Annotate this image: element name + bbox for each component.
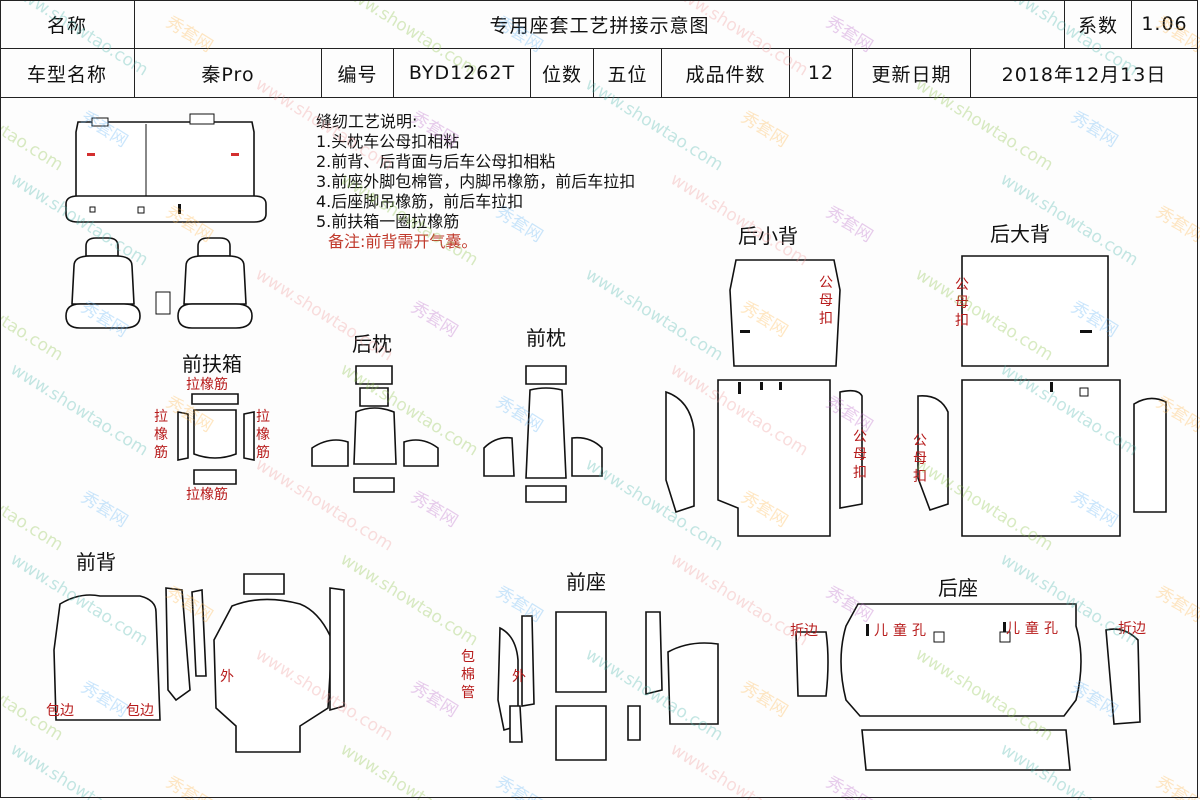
diagram-title: 专用座套工艺拼接示意图 bbox=[489, 14, 710, 37]
front-headrest-pieces bbox=[483, 365, 603, 503]
annot-big-back-side-snap: 公母扣 bbox=[913, 433, 927, 485]
note-item-4: 4.后座脚吊橡筋，前后车拉扣 bbox=[316, 192, 524, 211]
rear-headrest-pieces bbox=[311, 365, 439, 493]
seats-value: 五位 bbox=[607, 63, 648, 86]
annot-front-seat-outer: 外 bbox=[512, 669, 526, 685]
label-front-back: 前背 bbox=[76, 550, 116, 574]
front-seat-pieces bbox=[497, 611, 719, 761]
label-front-headrest: 前枕 bbox=[526, 326, 566, 350]
note-item-5: 5.前扶箱一圈拉橡筋 bbox=[316, 212, 460, 231]
front-back-pieces bbox=[53, 573, 345, 753]
pieces-value: 12 bbox=[807, 62, 835, 84]
label-rear-headrest: 后枕 bbox=[352, 332, 392, 356]
annot-rear-seat-child-hole-left: 儿童孔 bbox=[874, 623, 931, 639]
rear-big-back-pieces bbox=[917, 255, 1167, 537]
annot-rear-seat-child-hole-right: 儿童孔 bbox=[1006, 621, 1063, 637]
name-label-cell: 名称 bbox=[0, 0, 135, 49]
coefficient-label-cell: 系数 bbox=[1065, 0, 1132, 49]
update-label: 更新日期 bbox=[871, 63, 952, 86]
code-label-cell: 编号 bbox=[322, 49, 394, 98]
annot-front-back-hem-left: 包边 bbox=[46, 703, 74, 719]
model-label-cell: 车型名称 bbox=[0, 49, 135, 98]
annot-armrest-bottom: 拉橡筋 bbox=[186, 487, 228, 503]
annot-rear-seat-fold-right: 折边 bbox=[1118, 621, 1146, 637]
model-value-cell: 秦Pro bbox=[135, 49, 322, 98]
annot-front-back-outer: 外 bbox=[220, 669, 234, 685]
pieces-value-cell: 12 bbox=[790, 49, 853, 98]
rear-seat-pieces bbox=[795, 603, 1141, 771]
annot-small-back-snap: 公母扣 bbox=[819, 275, 833, 327]
label-front-seat: 前座 bbox=[566, 570, 606, 594]
name-label: 名称 bbox=[46, 14, 87, 37]
annot-armrest-top: 拉橡筋 bbox=[186, 377, 228, 393]
code-label: 编号 bbox=[337, 63, 378, 86]
note-item-1: 1.头枕车公母扣相粘 bbox=[316, 132, 460, 151]
front-armrest-pieces bbox=[177, 393, 255, 485]
label-rear-big-back: 后大背 bbox=[990, 222, 1050, 246]
update-value: 2018年12月13日 bbox=[1001, 63, 1167, 86]
notes-heading: 缝纫工艺说明: bbox=[316, 112, 418, 131]
model-label: 车型名称 bbox=[26, 63, 107, 86]
annot-armrest-left: 拉橡筋 bbox=[154, 409, 168, 461]
coefficient-label: 系数 bbox=[1077, 14, 1118, 37]
label-rear-small-back: 后小背 bbox=[738, 224, 798, 248]
pieces-label: 成品件数 bbox=[685, 63, 766, 86]
annot-small-back-side-snap: 公母扣 bbox=[853, 429, 867, 481]
sewing-notes: 缝纫工艺说明: 1.头枕车公母扣相粘 2.前背、后背面与后车公母扣相粘 3.前座… bbox=[316, 112, 635, 252]
note-item-2: 2.前背、后背面与后车公母扣相粘 bbox=[316, 152, 556, 171]
rear-small-back-pieces bbox=[665, 259, 863, 537]
seats-label-cell: 位数 bbox=[531, 49, 594, 98]
seat-overview-icon bbox=[65, 113, 267, 329]
notes-remark: 备注:前背需开气囊。 bbox=[328, 232, 478, 251]
annot-front-back-hem-right: 包边 bbox=[126, 703, 154, 719]
annot-armrest-right: 拉橡筋 bbox=[256, 409, 270, 461]
code-value-cell: BYD1262T bbox=[394, 49, 531, 98]
update-label-cell: 更新日期 bbox=[853, 49, 971, 98]
title-cell: 专用座套工艺拼接示意图 bbox=[135, 0, 1065, 49]
label-front-armrest: 前扶箱 bbox=[182, 352, 242, 376]
coefficient-value: 1.06 bbox=[1141, 13, 1188, 35]
annot-front-seat-foam-tube: 包棉管 bbox=[461, 649, 475, 701]
code-value: BYD1262T bbox=[408, 62, 516, 84]
label-rear-seat: 后座 bbox=[938, 576, 978, 600]
annot-big-back-snap: 公母扣 bbox=[955, 277, 969, 329]
seats-value-cell: 五位 bbox=[594, 49, 662, 98]
seats-label: 位数 bbox=[541, 63, 582, 86]
note-item-3: 3.前座外脚包棉管，内脚吊橡筋，前后车拉扣 bbox=[316, 172, 636, 191]
model-value: 秦Pro bbox=[201, 63, 255, 86]
annot-rear-seat-fold-left: 折边 bbox=[790, 623, 818, 639]
pieces-label-cell: 成品件数 bbox=[662, 49, 790, 98]
